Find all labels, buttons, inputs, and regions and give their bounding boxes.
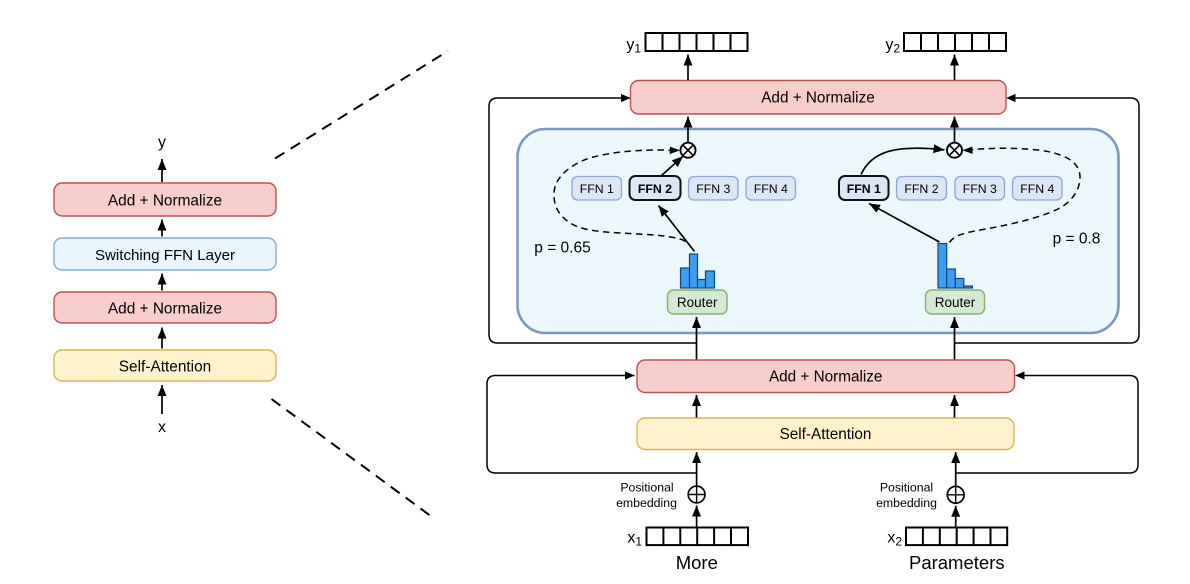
svg-text:Self-Attention: Self-Attention xyxy=(780,426,872,443)
svg-text:FFN 4: FFN 4 xyxy=(754,182,788,196)
svg-text:x: x xyxy=(158,419,166,436)
svg-text:Switching FFN Layer: Switching FFN Layer xyxy=(95,247,235,264)
svg-text:Positional: Positional xyxy=(620,481,673,495)
svg-text:Add + Normalize: Add + Normalize xyxy=(108,301,222,318)
svg-text:p = 0.65: p = 0.65 xyxy=(534,240,590,257)
svg-text:y2: y2 xyxy=(885,37,900,56)
svg-text:Add + Normalize: Add + Normalize xyxy=(761,90,875,107)
svg-text:FFN 3: FFN 3 xyxy=(963,182,997,196)
svg-text:Add + Normalize: Add + Normalize xyxy=(769,369,883,386)
svg-text:embedding: embedding xyxy=(876,496,937,510)
svg-text:More: More xyxy=(676,552,718,573)
svg-text:FFN 2: FFN 2 xyxy=(638,182,672,196)
svg-text:FFN 3: FFN 3 xyxy=(696,182,730,196)
svg-text:FFN 1: FFN 1 xyxy=(580,182,614,196)
svg-text:Positional: Positional xyxy=(880,481,933,495)
svg-text:x1: x1 xyxy=(627,530,642,549)
svg-text:Add + Normalize: Add + Normalize xyxy=(108,193,222,210)
svg-text:p = 0.8: p = 0.8 xyxy=(1053,231,1101,248)
svg-text:Parameters: Parameters xyxy=(909,552,1005,573)
svg-text:FFN 4: FFN 4 xyxy=(1020,182,1054,196)
svg-text:embedding: embedding xyxy=(616,496,677,510)
svg-text:x2: x2 xyxy=(887,530,902,549)
svg-text:y: y xyxy=(158,134,166,151)
svg-text:Self-Attention: Self-Attention xyxy=(119,359,211,376)
svg-text:FFN 1: FFN 1 xyxy=(847,182,881,196)
svg-text:FFN 2: FFN 2 xyxy=(904,182,938,196)
svg-text:y1: y1 xyxy=(626,37,641,56)
svg-text:Router: Router xyxy=(935,295,976,310)
svg-text:Router: Router xyxy=(677,295,718,310)
